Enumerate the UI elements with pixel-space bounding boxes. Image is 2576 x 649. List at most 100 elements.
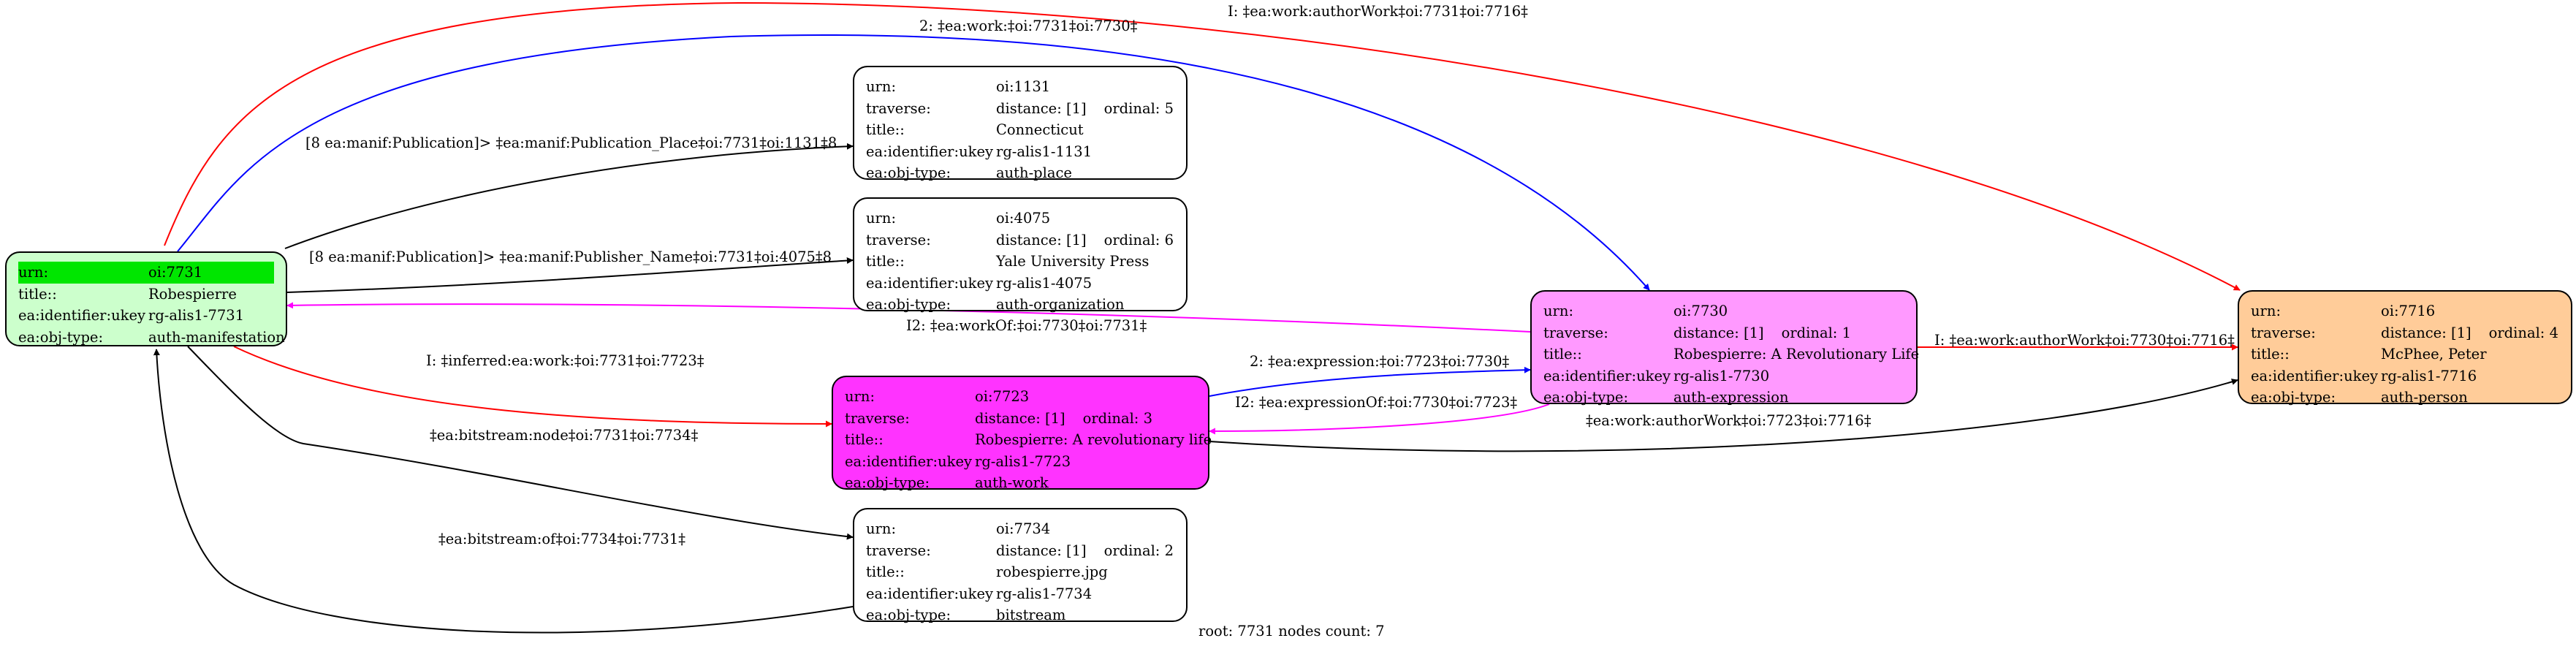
- node-row-key: title::: [845, 431, 884, 448]
- edge-oi7730-oi7723: [1209, 403, 1550, 435]
- edge-label: [8 ea:manif:Publication]> ‡ea:manif:Publ…: [309, 248, 832, 265]
- node-row-key: traverse:: [845, 409, 910, 427]
- node-row-key: traverse:: [866, 99, 931, 117]
- edge-oi7731-oi4075: [286, 257, 854, 293]
- node-row-key: urn:: [845, 388, 875, 405]
- node-row: title::McPhee, Peter: [2251, 344, 2559, 365]
- node-row-value: rg-alis1-7723: [975, 452, 1071, 470]
- edge-oi7731-oi7723: [233, 346, 832, 428]
- node-row-key: ea:identifier:ukey: [2251, 367, 2378, 384]
- node-row: traverse:distance: [1]ordinal: 3: [845, 408, 1196, 430]
- node-row-value: distance: [1]: [996, 231, 1087, 248]
- node-row-value: rg-alis1-1131: [996, 143, 1093, 160]
- node-row: ea:obj-type:auth-person: [2251, 387, 2559, 409]
- node-row-key: ea:identifier:ukey: [845, 452, 972, 470]
- node-row-ordinal: ordinal: 4: [2488, 324, 2558, 341]
- node-row-value: oi:7716: [2381, 303, 2436, 319]
- node-row-key: traverse:: [2251, 324, 2316, 341]
- node-row-value: rg-alis1-4075: [996, 274, 1093, 292]
- edge-label: I2: ‡ea:expressionOf:‡oi:7730‡oi:7723‡: [1235, 394, 1517, 411]
- graph-footer: root: 7731 nodes count: 7: [1198, 623, 1385, 639]
- node-row-key: urn:: [866, 210, 897, 227]
- node-row-key: title::: [2251, 346, 2290, 363]
- node-row-key: title::: [18, 285, 57, 303]
- edge-label: I: ‡ea:work:authorWork‡oi:7731‡oi:7716‡: [1228, 3, 1528, 20]
- node-row-key: title::: [866, 121, 905, 138]
- node-row-value: rg-alis1-7731: [148, 307, 245, 324]
- node-row-key: ea:identifier:ukey: [866, 274, 993, 292]
- node-row-key: ea:obj-type:: [866, 296, 951, 313]
- node-row-value: auth-person: [2381, 389, 2468, 406]
- node-row-value: Robespierre: A Revolutionary Life: [1673, 346, 1920, 363]
- node-row-value: rg-alis1-7716: [2381, 367, 2477, 384]
- node-row-value: rg-alis1-7730: [1673, 367, 1770, 384]
- node-row-value: Yale University Press: [996, 253, 1150, 270]
- node-row-key: urn:: [866, 520, 897, 537]
- node-row-key: ea:identifier:ukey: [866, 143, 993, 160]
- edge-oi7731-oi7716: [164, 1, 2241, 291]
- node-row-key: ea:obj-type:: [866, 164, 951, 181]
- node-row-key: traverse:: [866, 231, 931, 248]
- node-row: title::Robespierre: [18, 284, 274, 305]
- node-row-value: Robespierre: [148, 285, 237, 303]
- node-row-key: title::: [1543, 346, 1582, 363]
- node-row: urn: oi:7734: [866, 518, 1174, 540]
- node-row-key: title::: [866, 253, 905, 270]
- node-row: ea:obj-type:auth-work: [845, 472, 1196, 494]
- node-row-value: auth-manifestation: [148, 328, 285, 346]
- node-row-value: auth-organization: [996, 296, 1125, 313]
- edge-label: [8 ea:manif:Publication]> ‡ea:manif:Publ…: [305, 134, 837, 151]
- node-row-value: distance: [1]: [1673, 324, 1764, 341]
- edge-label: ‡ea:bitstream:node‡oi:7731‡oi:7734‡: [430, 427, 699, 444]
- node-row-value: distance: [1]: [975, 409, 1065, 427]
- node-row-value: bitstream: [996, 607, 1066, 623]
- node-row: traverse: distance: [1] ordinal: 6: [866, 229, 1174, 251]
- edge-oi7731-oi1131: [284, 143, 854, 249]
- node-row: ea:obj-type:bitstream: [866, 604, 1174, 626]
- node-row: title::Yale University Press: [866, 251, 1174, 273]
- node-row-ordinal: ordinal: 1: [1781, 324, 1851, 341]
- edge-oi7731-oi7734: [187, 346, 854, 540]
- node-row-value: auth-expression: [1673, 389, 1789, 406]
- edge-oi7734-oi7731: [153, 349, 854, 634]
- node-row-key: urn:: [1543, 303, 1574, 319]
- node-oi4075[interactable]: urn:oi:4075 traverse: distance: [1] ordinal…: [853, 197, 1188, 313]
- node-row-value: oi:7734: [996, 520, 1051, 537]
- node-row: traverse:distance: [1]ordinal: 5: [866, 98, 1174, 120]
- node-row-value: rg-alis1-7734: [996, 585, 1093, 602]
- node-row: title::Robespierre: A revolutionary life: [845, 429, 1212, 451]
- edge-label: I: ‡inferred:ea:work:‡oi:7731‡oi:7723‡: [426, 352, 704, 369]
- node-row: ea:obj-type: auth-organization: [866, 294, 1174, 316]
- node-row: urn:oi:4075: [866, 208, 1174, 229]
- node-row: title::Connecticut: [866, 119, 1174, 141]
- node-row: ea:obj-type:auth-expression: [1543, 387, 1904, 409]
- edge-label: I2: ‡ea:workOf:‡oi:7730‡oi:7731‡: [906, 317, 1147, 334]
- node-row-key: title::: [866, 563, 905, 580]
- edge-label: 2: ‡ea:work:‡oi:7731‡oi:7730‡: [919, 18, 1138, 34]
- edge-oi7723-oi7716: [1209, 379, 2238, 452]
- node-row-ordinal: ordinal: 6: [1103, 231, 1174, 248]
- node-row-ordinal: ordinal: 2: [1103, 542, 1174, 559]
- node-row-key: traverse:: [1543, 324, 1608, 341]
- node-row: ea:obj-type: auth-manifestation: [18, 327, 285, 349]
- edge-oi7723-oi7730: [1209, 366, 1531, 397]
- node-row-value: oi:7731: [148, 264, 203, 281]
- node-row-value: McPhee, Peter: [2381, 346, 2487, 363]
- node-row: urn:oi:7716: [2251, 300, 2559, 322]
- node-row: title::Robespierre: A Revolutionary Life: [1543, 344, 1919, 365]
- node-row-key: urn:: [866, 78, 897, 95]
- edge-label: ‡ea:work:authorWork‡oi:7723‡oi:7716‡: [1586, 412, 1872, 429]
- node-row-key: ea:obj-type:: [18, 328, 104, 346]
